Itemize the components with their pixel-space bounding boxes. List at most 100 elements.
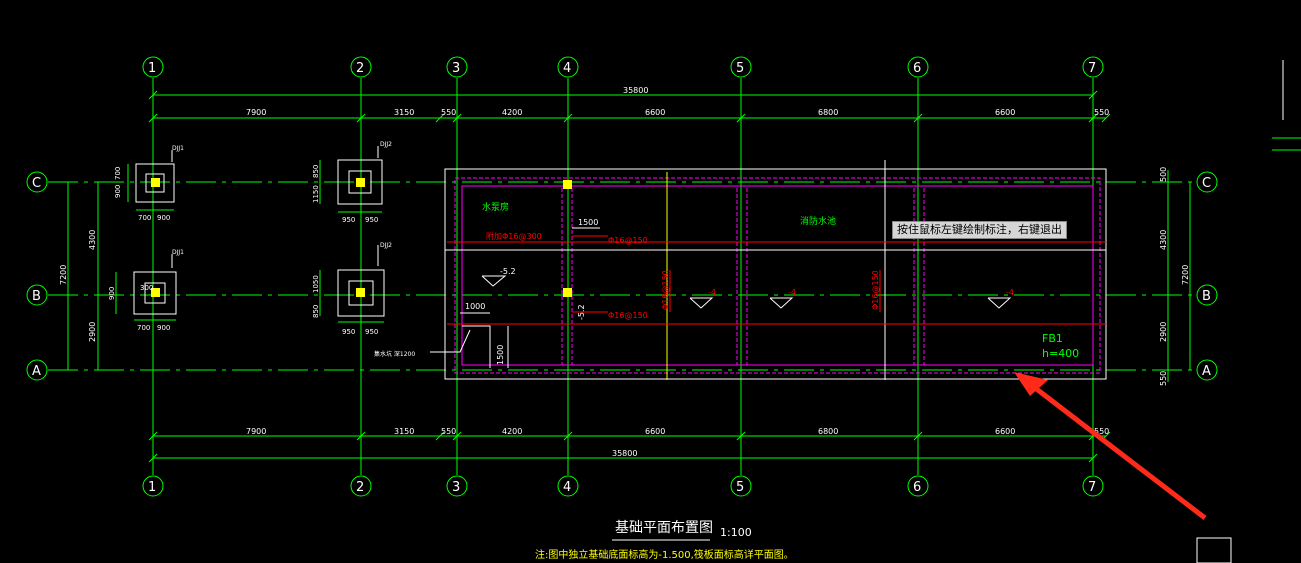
rebar-label: Φ16@150 bbox=[608, 236, 648, 245]
axis-label-c: C bbox=[32, 176, 41, 191]
red-arrow-pointer bbox=[1014, 372, 1207, 520]
footing-dim: 900 bbox=[157, 324, 170, 332]
room-label-pool: 消防水池 bbox=[800, 215, 836, 227]
level-label: -5.2 bbox=[577, 304, 586, 320]
dim-right-total: 7200 bbox=[1181, 265, 1190, 285]
room-label-pump: 水泵房 bbox=[482, 201, 509, 213]
axis-label-b: B bbox=[32, 289, 41, 304]
footing-djj2-c2[interactable]: DJJ2 950 950 1150 850 bbox=[312, 141, 392, 224]
footing-djj1-c1[interactable]: DJJ1 700 900 900 700 bbox=[114, 145, 184, 222]
horizontal-grid-lines bbox=[48, 181, 1195, 371]
footing-dim: 900 bbox=[157, 214, 170, 222]
reference-lines bbox=[445, 160, 1106, 380]
dim-span: 3150 bbox=[394, 108, 414, 117]
dim-span: 7900 bbox=[246, 427, 266, 436]
axis-label-1: 1 bbox=[148, 61, 156, 76]
footing-dim: 850 bbox=[312, 165, 320, 178]
dim-span: 550 bbox=[441, 427, 456, 436]
rebar-label: Φ16@150 bbox=[661, 270, 670, 310]
drawing-scale: 1:100 bbox=[720, 526, 752, 539]
dim-1500: 1500 bbox=[578, 218, 598, 227]
footing-label: DJJ1 bbox=[172, 249, 184, 256]
sump-pit: 1000 1500 集水坑 深1200 bbox=[374, 302, 509, 368]
footing-dim: 900 bbox=[108, 287, 116, 300]
axis-label-4: 4 bbox=[563, 61, 571, 76]
footing-dim: 950 bbox=[342, 328, 355, 336]
dim-span: 6800 bbox=[818, 427, 838, 436]
footing-dim: 900 bbox=[114, 185, 122, 198]
bottom-dimensions: 7900 3150 550 4200 6600 6800 6600 550 35… bbox=[148, 427, 1111, 463]
footing-dim: 700 bbox=[114, 167, 122, 180]
dim-total-top: 35800 bbox=[623, 86, 648, 95]
dim-span: 4200 bbox=[502, 427, 522, 436]
dim-span: 550 bbox=[1094, 108, 1109, 117]
dim-span: 6600 bbox=[645, 108, 665, 117]
axis-label-5: 5 bbox=[736, 61, 744, 76]
pool-walls bbox=[454, 177, 1101, 374]
footing-dim: 1050 bbox=[312, 275, 320, 293]
axis-label-7: 7 bbox=[1088, 480, 1096, 495]
dim-right: 2900 bbox=[1159, 322, 1168, 342]
axis-label-4: 4 bbox=[563, 480, 571, 495]
dim-span: 4200 bbox=[502, 108, 522, 117]
footing-dim: 700 bbox=[137, 324, 150, 332]
dim-left: 4300 bbox=[88, 230, 97, 250]
dim-span: 6600 bbox=[995, 427, 1015, 436]
top-dimensions: 35800 7900 3150 550 4200 6600 6800 6600 … bbox=[148, 86, 1111, 123]
rebar-label: Φ16@150 bbox=[608, 311, 648, 320]
column-marker bbox=[563, 180, 572, 189]
rebar-label: Φ16@150 bbox=[871, 270, 880, 310]
dim-right: 4300 bbox=[1159, 230, 1168, 250]
sheet-edge-fragment bbox=[1196, 60, 1301, 563]
column-marker bbox=[563, 288, 572, 297]
level-label: -4 bbox=[1006, 288, 1014, 297]
level-label: -4 bbox=[788, 288, 796, 297]
vertical-grid-lines bbox=[152, 78, 1094, 475]
axis-label-a: A bbox=[32, 364, 41, 379]
pit-height: 1500 bbox=[496, 345, 505, 365]
axis-label-1: 1 bbox=[148, 480, 156, 495]
dim-span: 6600 bbox=[645, 427, 665, 436]
axis-label-6: 6 bbox=[913, 61, 921, 76]
axis-label-3: 3 bbox=[452, 61, 460, 76]
axis-label-2: 2 bbox=[356, 480, 364, 495]
footing-djj1-b1[interactable]: DJJ1 700 900 900 300 bbox=[108, 249, 184, 332]
footing-label: DJJ2 bbox=[380, 141, 392, 148]
dim-right: 550 bbox=[1159, 371, 1168, 386]
pit-width: 1000 bbox=[465, 302, 485, 311]
footing-label: DJJ1 bbox=[172, 145, 184, 152]
axis-label-6: 6 bbox=[913, 480, 921, 495]
sump-label: 集水坑 深1200 bbox=[374, 350, 415, 358]
rebar-annotations: 附加Φ16@300 Φ16@150 Φ16@150 Φ16@150 Φ16@15… bbox=[447, 231, 1106, 325]
axis-label-3: 3 bbox=[452, 480, 460, 495]
dim-span: 550 bbox=[1094, 427, 1109, 436]
footing-djj2-b2[interactable]: DJJ2 950 950 850 1050 bbox=[312, 242, 392, 336]
dim-span: 6600 bbox=[995, 108, 1015, 117]
footing-dim: 950 bbox=[365, 216, 378, 224]
axis-bubbles-top[interactable]: 1 2 3 4 5 6 7 bbox=[142, 56, 1104, 78]
dim-span: 550 bbox=[441, 108, 456, 117]
axis-label-2: 2 bbox=[356, 61, 364, 76]
dim-span: 7900 bbox=[246, 108, 266, 117]
cad-command-tooltip: 按住鼠标左键绘制标注，右键退出 bbox=[892, 221, 1067, 239]
axis-label-5: 5 bbox=[736, 480, 744, 495]
axis-bubbles-bottom[interactable]: 1 2 3 4 5 6 7 bbox=[142, 475, 1104, 497]
dim-span: 6800 bbox=[818, 108, 838, 117]
axis-label-a: A bbox=[1202, 364, 1211, 379]
raft-outline[interactable] bbox=[444, 168, 1107, 380]
drawing-note: 注:图中独立基础底面标高为-1.500,筏板面标高详平面图。 bbox=[535, 548, 794, 561]
footing-dim: 300 bbox=[140, 284, 153, 292]
slab-thickness: h=400 bbox=[1042, 347, 1079, 360]
footing-dim: 950 bbox=[342, 216, 355, 224]
axis-label-b: B bbox=[1202, 289, 1211, 304]
level-label: -4 bbox=[708, 288, 716, 297]
side-dimensions: 7200 4300 2900 500 4300 2900 550 7200 bbox=[59, 167, 1191, 386]
footing-dim: 850 bbox=[312, 305, 320, 318]
footing-label: DJJ2 bbox=[380, 242, 392, 249]
slab-label: FB1 bbox=[1042, 332, 1063, 345]
level-label: -5.2 bbox=[500, 267, 516, 276]
footing-dim: 700 bbox=[138, 214, 151, 222]
dim-total-bottom: 35800 bbox=[612, 449, 637, 458]
axis-bubbles-rows[interactable]: C B A C B A bbox=[26, 171, 1218, 381]
